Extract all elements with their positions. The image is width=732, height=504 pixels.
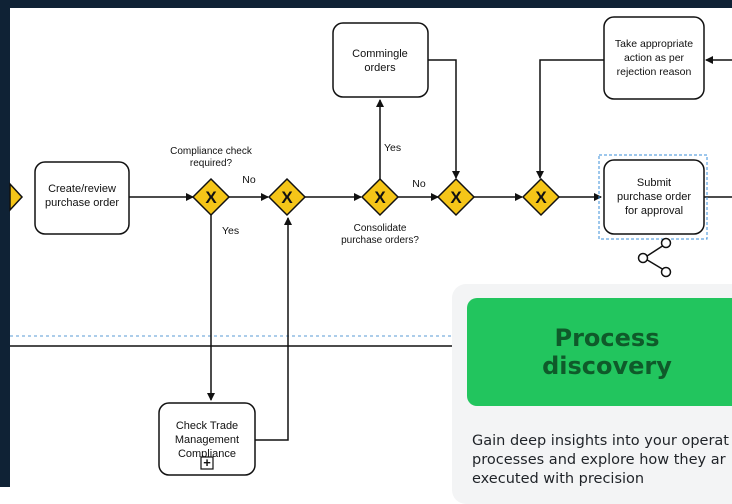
incoming-gateway[interactable] [9, 182, 24, 212]
task-create-review[interactable] [34, 161, 130, 235]
gateway-merge-1-x-icon: X [281, 188, 293, 207]
gateway-merge-3-x-icon: X [535, 188, 547, 207]
task-commingle-line1: Commingle [352, 48, 408, 60]
gateway-merge-2-diamond[interactable] [436, 177, 476, 217]
gateway-compliance-x-icon: X [205, 188, 217, 207]
compliance-question-line2: required? [190, 158, 233, 169]
gateway-merge-1-diamond[interactable] [267, 177, 307, 217]
label-no-consolidate: No [412, 178, 426, 190]
sequence-flows [129, 56, 732, 441]
task-take-action-line1: Take appropriate [615, 38, 693, 50]
task-commingle[interactable] [332, 22, 429, 98]
gateway-merge-3-diamond[interactable] [521, 177, 561, 217]
gateway-compliance[interactable]: X [191, 177, 231, 217]
card-title-line2: discovery [542, 352, 672, 380]
task-submit-line1: Submit [637, 177, 671, 189]
subprocess-check-trade-line3: Compliance [178, 448, 236, 460]
task-submit-line3: for approval [625, 205, 683, 217]
top-frame [0, 0, 732, 8]
subprocess-check-trade-line1: Check Trade [176, 420, 238, 432]
task-submit[interactable] [603, 159, 705, 235]
card-description: Gain deep insights into your operat proc… [472, 432, 732, 489]
selection-outline [598, 154, 708, 240]
gateway-merge-1[interactable]: X [267, 177, 307, 217]
flow-action-to-merge [536, 59, 604, 179]
gateway-merge-2-x-icon: X [450, 188, 462, 207]
gateway-consolidate-diamond[interactable] [360, 177, 400, 217]
card-description-line2: processes and explore how they ar [472, 452, 726, 468]
task-create-review-line1: Create/review [48, 183, 116, 195]
task-take-action-line3: rejection reason [617, 66, 692, 78]
share-icon[interactable] [637, 237, 672, 278]
flow-commingle-to-merge [428, 59, 460, 179]
process-diagram: Create/review purchase order Commingle o… [0, 0, 732, 487]
subprocess-expand-marker[interactable] [200, 456, 214, 470]
task-take-action[interactable] [603, 16, 705, 100]
task-take-action-line2: action as per [624, 52, 685, 64]
subprocess-check-trade[interactable] [158, 402, 256, 476]
task-submit-line2: purchase order [617, 191, 691, 203]
card-description-line1: Gain deep insights into your operat [472, 433, 729, 449]
card-title-line1: Process [554, 324, 660, 352]
gateway-merge-2[interactable]: X [436, 177, 476, 217]
card-description-line3: executed with precision [472, 471, 645, 487]
consolidate-question-line1: Consolidate [354, 223, 407, 234]
consolidate-question-line2: purchase orders? [341, 235, 419, 246]
gateway-compliance-diamond[interactable] [191, 177, 231, 217]
process-discovery-banner[interactable]: Process discovery [467, 298, 732, 406]
task-create-review-line2: purchase order [45, 197, 119, 209]
gateway-consolidate-x-icon: X [374, 188, 386, 207]
flow-check-to-merge [255, 217, 292, 441]
card-title: Process discovery [527, 324, 687, 380]
label-yes-consolidate: Yes [384, 142, 401, 154]
subprocess-check-trade-line2: Management [175, 434, 239, 446]
gateway-consolidate[interactable]: X [360, 177, 400, 217]
label-no-compliance: No [242, 174, 256, 186]
gateway-merge-3[interactable]: X [521, 177, 561, 217]
task-commingle-line2: orders [364, 62, 396, 74]
left-frame [0, 0, 10, 487]
label-yes-compliance: Yes [222, 225, 239, 237]
subprocess-plus-icon: + [203, 455, 211, 470]
compliance-question-line1: Compliance check [170, 146, 253, 157]
